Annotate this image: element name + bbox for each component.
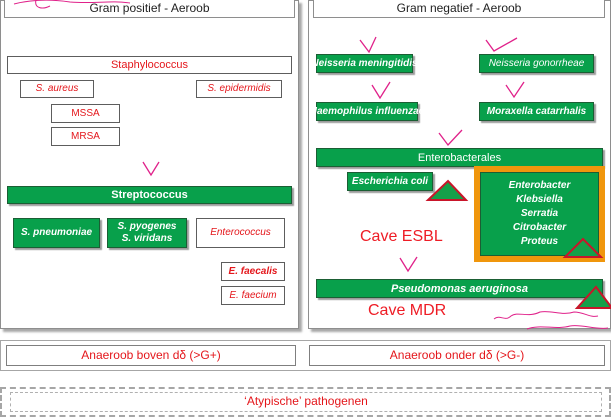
cave-mdr-label: Cave MDR bbox=[368, 302, 447, 319]
neisseria-meningitidis-box: Neisseria meningitidis bbox=[311, 54, 418, 73]
streptococcus-box: Streptococcus bbox=[7, 186, 292, 204]
anaerobe-below-box: Anaeroob onder dδ (>G-) bbox=[309, 345, 605, 366]
mssa-box: MSSA bbox=[51, 104, 120, 123]
enterobacter-group-box: Enterobacter Klebsiella Serratia Citroba… bbox=[480, 172, 599, 256]
haemophilus-influenzae-box: Haemophilus influenzae bbox=[310, 102, 424, 121]
gram-negative-title: Gram negatief - Aeroob bbox=[313, 0, 605, 18]
group-item: Enterobacter bbox=[508, 180, 571, 191]
e-faecium-box: E. faecium bbox=[221, 286, 285, 305]
mrsa-box: MRSA bbox=[51, 127, 120, 146]
group-item: Serratia bbox=[520, 208, 559, 219]
s-epidermidis-box: S. epidermidis bbox=[196, 80, 282, 98]
escherichia-coli-box: Escherichia coli bbox=[347, 172, 433, 191]
s-viridans-label: S. viridans bbox=[121, 233, 173, 244]
e-faecalis-box: E. faecalis bbox=[221, 262, 285, 281]
staphylococcus-box: Staphylococcus bbox=[7, 56, 292, 74]
anaerobe-above-box: Anaeroob boven dδ (>G+) bbox=[6, 345, 296, 366]
s-pneumoniae-box: S. pneumoniae bbox=[13, 218, 100, 248]
moraxella-catarrhalis-box: Moraxella catarrhalis bbox=[479, 102, 594, 121]
atypical-row bbox=[0, 387, 611, 417]
cave-esbl-label: Cave ESBL bbox=[360, 228, 443, 245]
enterococcus-box: Enterococcus bbox=[196, 218, 285, 248]
group-item: Citrobacter bbox=[512, 222, 567, 233]
group-item: Klebsiella bbox=[516, 194, 563, 205]
neisseria-gonorrheae-box: Neisseria gonorrheae bbox=[479, 54, 594, 73]
s-pyogenes-label: S. pyogenes bbox=[117, 221, 177, 232]
s-aureus-box: S. aureus bbox=[20, 80, 94, 98]
s-pyogenes-viridans-box: S. pyogenes S. viridans bbox=[107, 218, 187, 248]
enterobacterales-box: Enterobacterales bbox=[316, 148, 603, 167]
atypical-box: ‘Atypische’ pathogenen bbox=[10, 392, 602, 412]
gram-positive-title: Gram positief - Aeroob bbox=[4, 0, 295, 18]
pseudomonas-box: Pseudomonas aeruginosa bbox=[316, 279, 603, 298]
group-item: Proteus bbox=[520, 236, 559, 247]
